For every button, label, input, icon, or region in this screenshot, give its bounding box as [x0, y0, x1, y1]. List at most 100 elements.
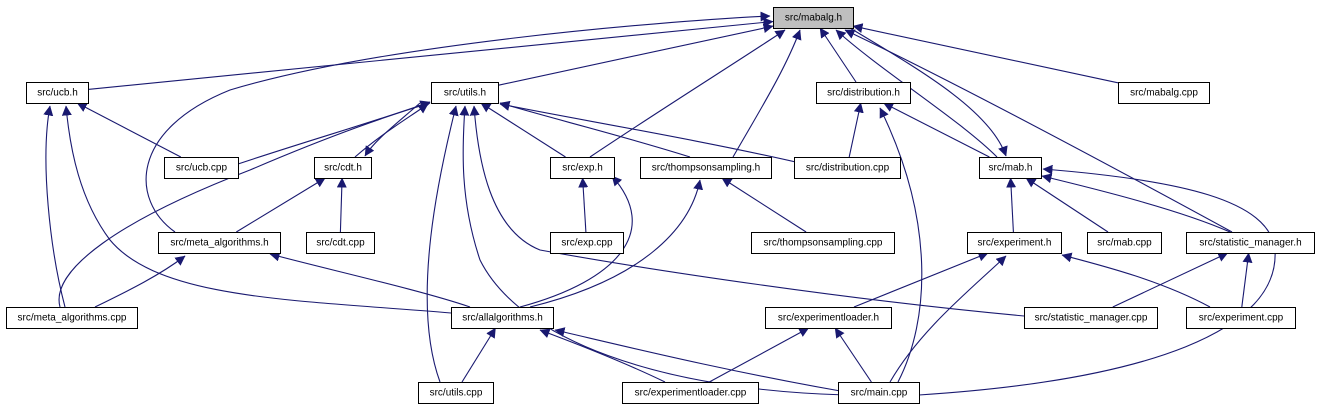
node-distribution-h[interactable]: src/distribution.h — [816, 82, 911, 104]
edge-exp-h-to-mabalg-h — [589, 29, 786, 158]
edge-exp-h-to-utils-h — [480, 102, 566, 158]
node-box[interactable] — [431, 82, 499, 104]
node-box[interactable] — [314, 157, 372, 179]
edge-mab-cpp-to-mab-h — [1025, 177, 1109, 233]
node-box[interactable] — [158, 232, 281, 254]
node-label: src/ucb.h — [37, 88, 78, 99]
edge-experiment-cpp-to-statistic-manager-h — [1241, 252, 1253, 308]
node-meta-algorithms-h[interactable]: src/meta_algorithms.h — [158, 232, 281, 254]
node-thompsonsampling-cpp[interactable]: src/thompsonsampling.cpp — [751, 232, 895, 254]
node-utils-h[interactable]: src/utils.h — [431, 82, 499, 104]
node-box[interactable] — [306, 232, 375, 254]
edge-utils-cpp-to-allalgorithms-h — [461, 327, 496, 383]
edge-thompsonsampling-h-to-mabalg-h — [732, 29, 802, 158]
edge-statistic-manager-cpp-to-utils-h — [469, 105, 1025, 317]
node-mab-cpp[interactable]: src/mab.cpp — [1087, 232, 1162, 254]
node-box[interactable] — [1118, 82, 1210, 104]
edge-cdt-cpp-to-cdt-h — [336, 177, 347, 233]
node-box[interactable] — [550, 232, 624, 254]
node-label: src/exp.cpp — [561, 238, 613, 249]
node-box[interactable] — [838, 382, 920, 404]
node-mabalg-cpp[interactable]: src/mabalg.cpp — [1118, 82, 1210, 104]
node-thompsonsampling-h[interactable]: src/thompsonsampling.h — [640, 157, 772, 179]
node-exp-h[interactable]: src/exp.h — [550, 157, 615, 179]
edge-experimentloader-cpp-to-allalgorithms-h — [539, 328, 666, 383]
edge-ucb-cpp-to-ucb-h — [76, 102, 182, 158]
node-label: src/distribution.cpp — [806, 163, 890, 174]
node-box[interactable] — [765, 307, 892, 329]
edge-experimentloader-h-to-experiment-h — [853, 251, 989, 308]
edge-allalgorithms-h-to-meta-algorithms-h — [269, 251, 471, 308]
node-label: src/thompsonsampling.h — [652, 163, 760, 174]
edge-main-cpp-to-distribution-h — [879, 107, 923, 383]
node-label: src/meta_algorithms.cpp — [18, 313, 127, 324]
edge-meta-algorithms-h-to-mabalg-h — [145, 11, 771, 233]
node-meta-algorithms-cpp[interactable]: src/meta_algorithms.cpp — [6, 307, 138, 329]
node-box[interactable] — [164, 157, 239, 179]
edge-ucb-h-to-mabalg-h — [87, 17, 774, 90]
node-box[interactable] — [418, 382, 494, 404]
node-experiment-h[interactable]: src/experiment.h — [967, 232, 1062, 254]
node-mab-h[interactable]: src/mab.h — [979, 157, 1042, 179]
node-label: src/thompsonsampling.cpp — [764, 238, 883, 249]
node-box[interactable] — [1186, 307, 1296, 329]
edge-layer — [43, 11, 1276, 396]
edge-cdt-h-to-utils-h — [354, 103, 429, 158]
node-box[interactable] — [1024, 307, 1158, 329]
node-exp-cpp[interactable]: src/exp.cpp — [550, 232, 624, 254]
node-label: src/utils.cpp — [430, 388, 483, 399]
node-label: src/utils.h — [444, 88, 486, 99]
node-box[interactable] — [816, 82, 911, 104]
edge-meta-algorithms-cpp-to-ucb-h — [43, 105, 66, 308]
edge-thompsonsampling-h-to-utils-h — [499, 100, 691, 158]
edge-main-cpp-to-mab-h — [918, 164, 1276, 396]
node-cdt-h[interactable]: src/cdt.h — [314, 157, 372, 179]
node-label: src/distribution.h — [827, 88, 900, 99]
node-mabalg-h[interactable]: src/mabalg.h — [773, 7, 854, 29]
node-distribution-cpp[interactable]: src/distribution.cpp — [794, 157, 901, 179]
node-box[interactable] — [26, 82, 89, 104]
edge-main-cpp-to-allalgorithms-h — [554, 327, 847, 393]
edge-distribution-h-to-mabalg-h — [819, 27, 857, 83]
node-box[interactable] — [794, 157, 901, 179]
edge-main-cpp-to-experimentloader-h — [834, 327, 872, 383]
edge-mab-h-to-distribution-h — [883, 102, 990, 158]
node-box[interactable] — [640, 157, 772, 179]
node-box[interactable] — [622, 382, 759, 404]
node-ucb-h[interactable]: src/ucb.h — [26, 82, 89, 104]
node-box[interactable] — [751, 232, 895, 254]
node-box[interactable] — [550, 157, 615, 179]
node-allalgorithms-h[interactable]: src/allalgorithms.h — [451, 307, 554, 329]
node-statistic-manager-cpp[interactable]: src/statistic_manager.cpp — [1024, 307, 1158, 329]
edge-exp-cpp-to-exp-h — [578, 177, 589, 233]
node-experimentloader-h[interactable]: src/experimentloader.h — [765, 307, 892, 329]
node-label: src/mab.cpp — [1097, 238, 1152, 249]
node-box[interactable] — [967, 232, 1062, 254]
node-label: src/exp.h — [562, 163, 603, 174]
node-experiment-cpp[interactable]: src/experiment.cpp — [1186, 307, 1296, 329]
node-label: src/statistic_manager.h — [1199, 238, 1301, 249]
edge-utils-h-to-mabalg-h — [497, 23, 774, 86]
node-label: src/mab.h — [989, 163, 1033, 174]
node-box[interactable] — [773, 7, 854, 29]
node-box[interactable] — [6, 307, 138, 329]
node-box[interactable] — [1186, 232, 1315, 254]
edge-allalgorithms-h-to-ucb-h — [61, 105, 452, 314]
node-label: src/experimentloader.cpp — [635, 388, 747, 399]
node-cdt-cpp[interactable]: src/cdt.cpp — [306, 232, 375, 254]
node-box[interactable] — [979, 157, 1042, 179]
node-label: src/cdt.cpp — [316, 238, 365, 249]
node-label: src/main.cpp — [851, 388, 908, 399]
node-statistic-manager-h[interactable]: src/statistic_manager.h — [1186, 232, 1315, 254]
node-main-cpp[interactable]: src/main.cpp — [838, 382, 920, 404]
node-ucb-cpp[interactable]: src/ucb.cpp — [164, 157, 239, 179]
node-label: src/statistic_manager.cpp — [1035, 313, 1148, 324]
node-label: src/cdt.h — [324, 163, 362, 174]
node-box[interactable] — [1087, 232, 1162, 254]
node-experimentloader-cpp[interactable]: src/experimentloader.cpp — [622, 382, 759, 404]
node-utils-cpp[interactable]: src/utils.cpp — [418, 382, 494, 404]
edge-experiment-cpp-to-experiment-h — [1061, 252, 1211, 308]
edge-mab-h-to-mabalg-h — [835, 29, 998, 158]
node-box[interactable] — [451, 307, 554, 329]
